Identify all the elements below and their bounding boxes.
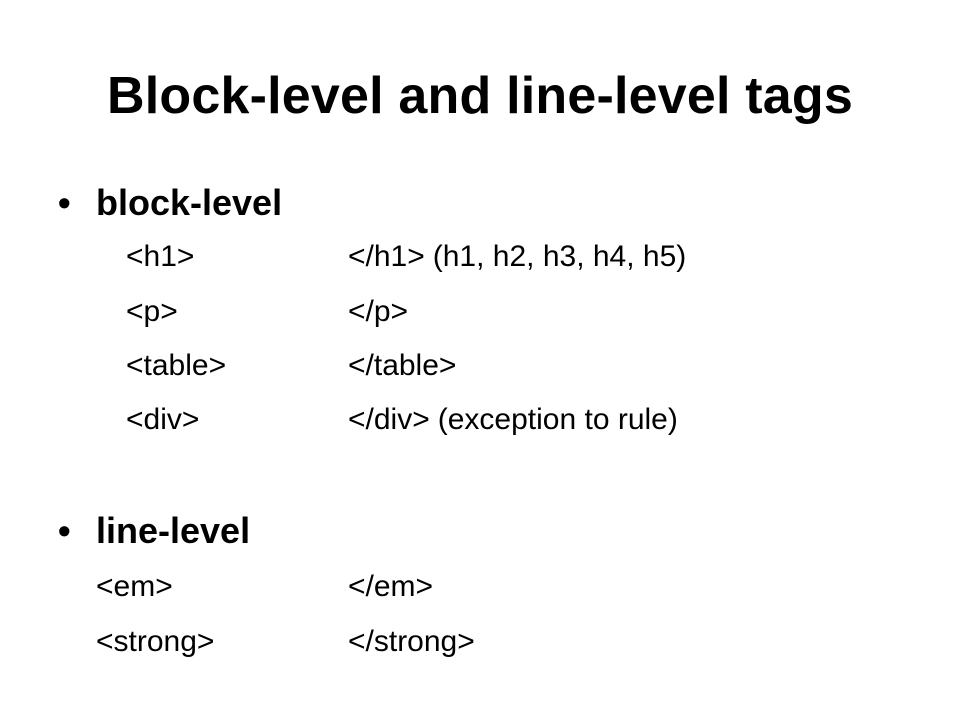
tag-note: (exception to rule) bbox=[437, 403, 678, 436]
tag-open: <table> bbox=[126, 349, 227, 382]
tag-open: <strong> bbox=[96, 625, 215, 658]
tag-close: </p> bbox=[348, 295, 409, 328]
tag-row-p: <p> </p> bbox=[0, 292, 960, 332]
tag-open: <em> bbox=[96, 570, 173, 603]
bullet-line-level: • line-level bbox=[58, 506, 250, 556]
tag-close-text: </h1> bbox=[348, 240, 425, 273]
bullet-heading: block-level bbox=[96, 182, 283, 223]
bullet-icon: • bbox=[58, 182, 71, 223]
bullet-icon: • bbox=[58, 510, 71, 551]
bullet-heading: line-level bbox=[96, 510, 251, 551]
tag-open: <p> bbox=[126, 295, 178, 328]
tag-close-with-note: </h1>(h1, h2, h3, h4, h5) bbox=[348, 237, 686, 277]
slide-title: Block-level and line-level tags bbox=[106, 67, 854, 125]
tag-close-with-note: </div>(exception to rule) bbox=[348, 400, 678, 440]
bullet-block-level: • block-level bbox=[58, 178, 282, 228]
tag-row-div: <div> </div>(exception to rule) bbox=[0, 400, 960, 440]
tag-note: (h1, h2, h3, h4, h5) bbox=[432, 240, 687, 273]
tag-row-table: <table> </table> bbox=[0, 346, 960, 386]
tag-close-text: </div> bbox=[348, 403, 430, 436]
tag-row-h1: <h1> </h1>(h1, h2, h3, h4, h5) bbox=[0, 237, 960, 277]
tag-row-em: <em> </em> bbox=[0, 567, 960, 607]
tag-close: </em> bbox=[348, 570, 434, 603]
tag-open: <div> bbox=[126, 403, 200, 436]
tag-row-strong: <strong> </strong> bbox=[0, 622, 960, 662]
tag-close: </table> bbox=[348, 349, 457, 382]
tag-close: </strong> bbox=[348, 625, 475, 658]
tag-open: <h1> bbox=[126, 240, 195, 273]
